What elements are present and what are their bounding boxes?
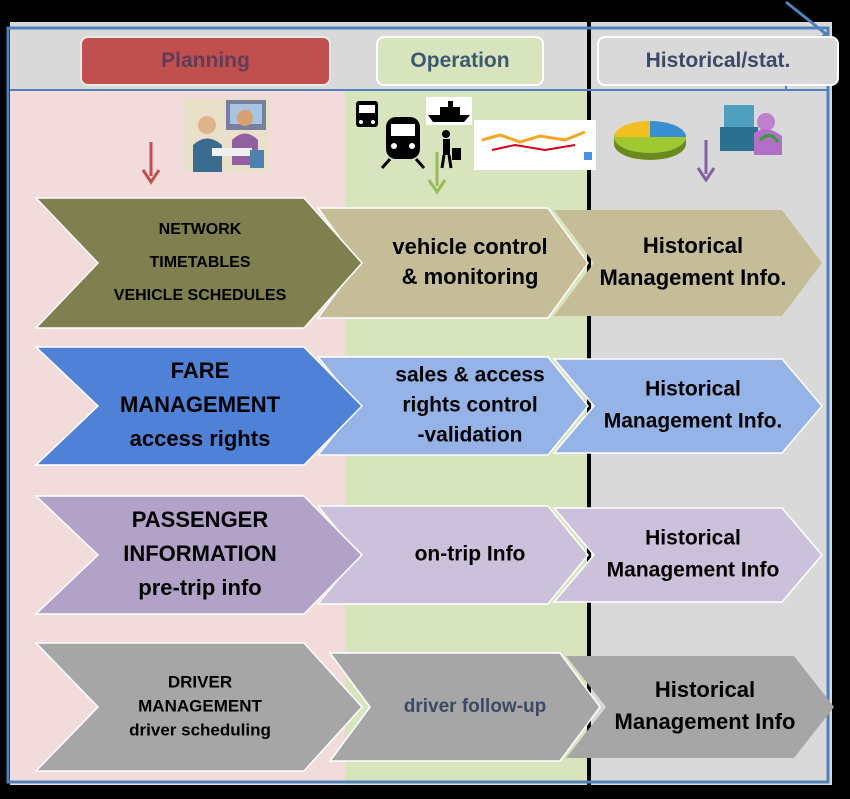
row-driver-planning-text-line-1: DRIVER — [168, 672, 232, 691]
ferry-icon — [426, 97, 472, 125]
row-fare-planning-chevron — [34, 346, 364, 466]
row-fare-planning-text: FARE MANAGEMENT access rights — [120, 358, 281, 451]
row-passenger-info-planning-chevron — [34, 495, 364, 615]
planning-header: Planning — [80, 36, 331, 86]
planning-down-arrow — [141, 142, 161, 185]
operation-header-label: Operation — [410, 49, 510, 72]
row-fare-operation-text-line-1: sales & access — [395, 364, 544, 387]
historical-header-label: Historical/stat. — [645, 49, 791, 72]
row-fare-planning-text-line-2: MANAGEMENT — [120, 392, 281, 417]
row-fare-historical-text-line-2: Management Info. — [604, 410, 783, 433]
transit-line-map-icon — [474, 120, 596, 170]
row-passenger-info-historical-chevron — [552, 507, 823, 603]
row-fare-planning-text-line-3: access rights — [130, 426, 271, 451]
row-network-planning-chevron — [34, 197, 364, 329]
row-driver-historical-text-line-1: Historical — [655, 677, 755, 702]
row-network-historical-chevron — [554, 210, 822, 316]
row-network-planning-text-line-3: VEHICLE SCHEDULES — [114, 287, 287, 304]
row-passenger-info: PASSENGER INFORMATION pre-trip info on-trip… — [34, 495, 823, 615]
row-fare-operation-text-line-2: rights control — [402, 394, 537, 417]
operation-header: Operation — [376, 36, 544, 86]
bus-icon — [356, 101, 378, 127]
row-passenger-info-planning-text-line-2: INFORMATION — [123, 541, 277, 566]
historical-header: Historical/stat. — [597, 36, 839, 86]
row-network-operation-text: vehicle control & monitoring — [392, 234, 547, 289]
row-passenger-info-planning-text-line-3: pre-trip info — [138, 575, 261, 600]
row-driver-historical-text-line-2: Management Info — [615, 709, 796, 734]
train-icon — [380, 117, 426, 169]
row-passenger-info-operation-text: on-trip Info — [415, 543, 526, 566]
historical-down-arrow — [696, 140, 716, 183]
row-network-planning-text: NETWORK TIMETABLES VEHICLE SCHEDULES — [114, 221, 287, 304]
row-driver-operation-text-line-1: driver follow-up — [404, 696, 547, 717]
row-passenger-info-historical-text-line-1: Historical — [645, 527, 741, 550]
row-network-historical-text-line-2: Management Info. — [599, 265, 786, 290]
row-network-planning-text-line-2: TIMETABLES — [149, 254, 250, 271]
row-passenger-info-planning-text-line-1: PASSENGER — [132, 507, 269, 532]
row-fare-historical-chevron — [552, 358, 823, 454]
row-network-operation-text-line-2: & monitoring — [402, 264, 539, 289]
row-passenger-info-historical-text-line-2: Management Info — [607, 559, 780, 582]
office-meeting-icon — [183, 98, 269, 172]
row-passenger-info-planning-text: PASSENGER INFORMATION pre-trip info — [123, 507, 277, 600]
outer-frame — [6, 26, 830, 784]
row-network-planning-text-line-1: NETWORK — [159, 221, 242, 238]
row-driver-operation-chevron — [328, 652, 601, 762]
row-driver-planning-text-line-2: MANAGEMENT — [138, 696, 262, 715]
passenger-with-luggage-icon — [440, 130, 461, 169]
row-driver-historical-chevron — [566, 656, 834, 758]
row-driver: DRIVER MANAGEMENT driver scheduling driver … — [34, 642, 834, 772]
row-fare-historical-text-line-1: Historical — [645, 378, 741, 401]
row-fare: FARE MANAGEMENT access rights sales & acces… — [34, 346, 823, 466]
person-at-computer-icon — [720, 105, 782, 155]
row-fare-planning-text-line-1: FARE — [171, 358, 230, 383]
row-driver-planning-chevron — [34, 642, 364, 772]
row-passenger-info-operation-text-line-1: on-trip Info — [415, 543, 526, 566]
pie-chart-icon — [614, 121, 686, 160]
row-driver-planning-text-line-3: driver scheduling — [129, 720, 271, 739]
row-fare-operation-text: sales & access rights control -validation — [395, 364, 544, 447]
operation-down-arrow — [427, 152, 447, 195]
row-driver-operation-text: driver follow-up — [404, 696, 547, 717]
row-network: NETWORK TIMETABLES VEHICLE SCHEDULES vehicl… — [34, 197, 822, 329]
planning-header-label: Planning — [161, 49, 250, 72]
row-network-historical-text-line-1: Historical — [643, 233, 743, 258]
row-network-operation-text-line-1: vehicle control — [392, 234, 547, 259]
row-fare-operation-text-line-3: -validation — [417, 424, 522, 447]
row-driver-planning-text: DRIVER MANAGEMENT driver scheduling — [129, 672, 271, 739]
